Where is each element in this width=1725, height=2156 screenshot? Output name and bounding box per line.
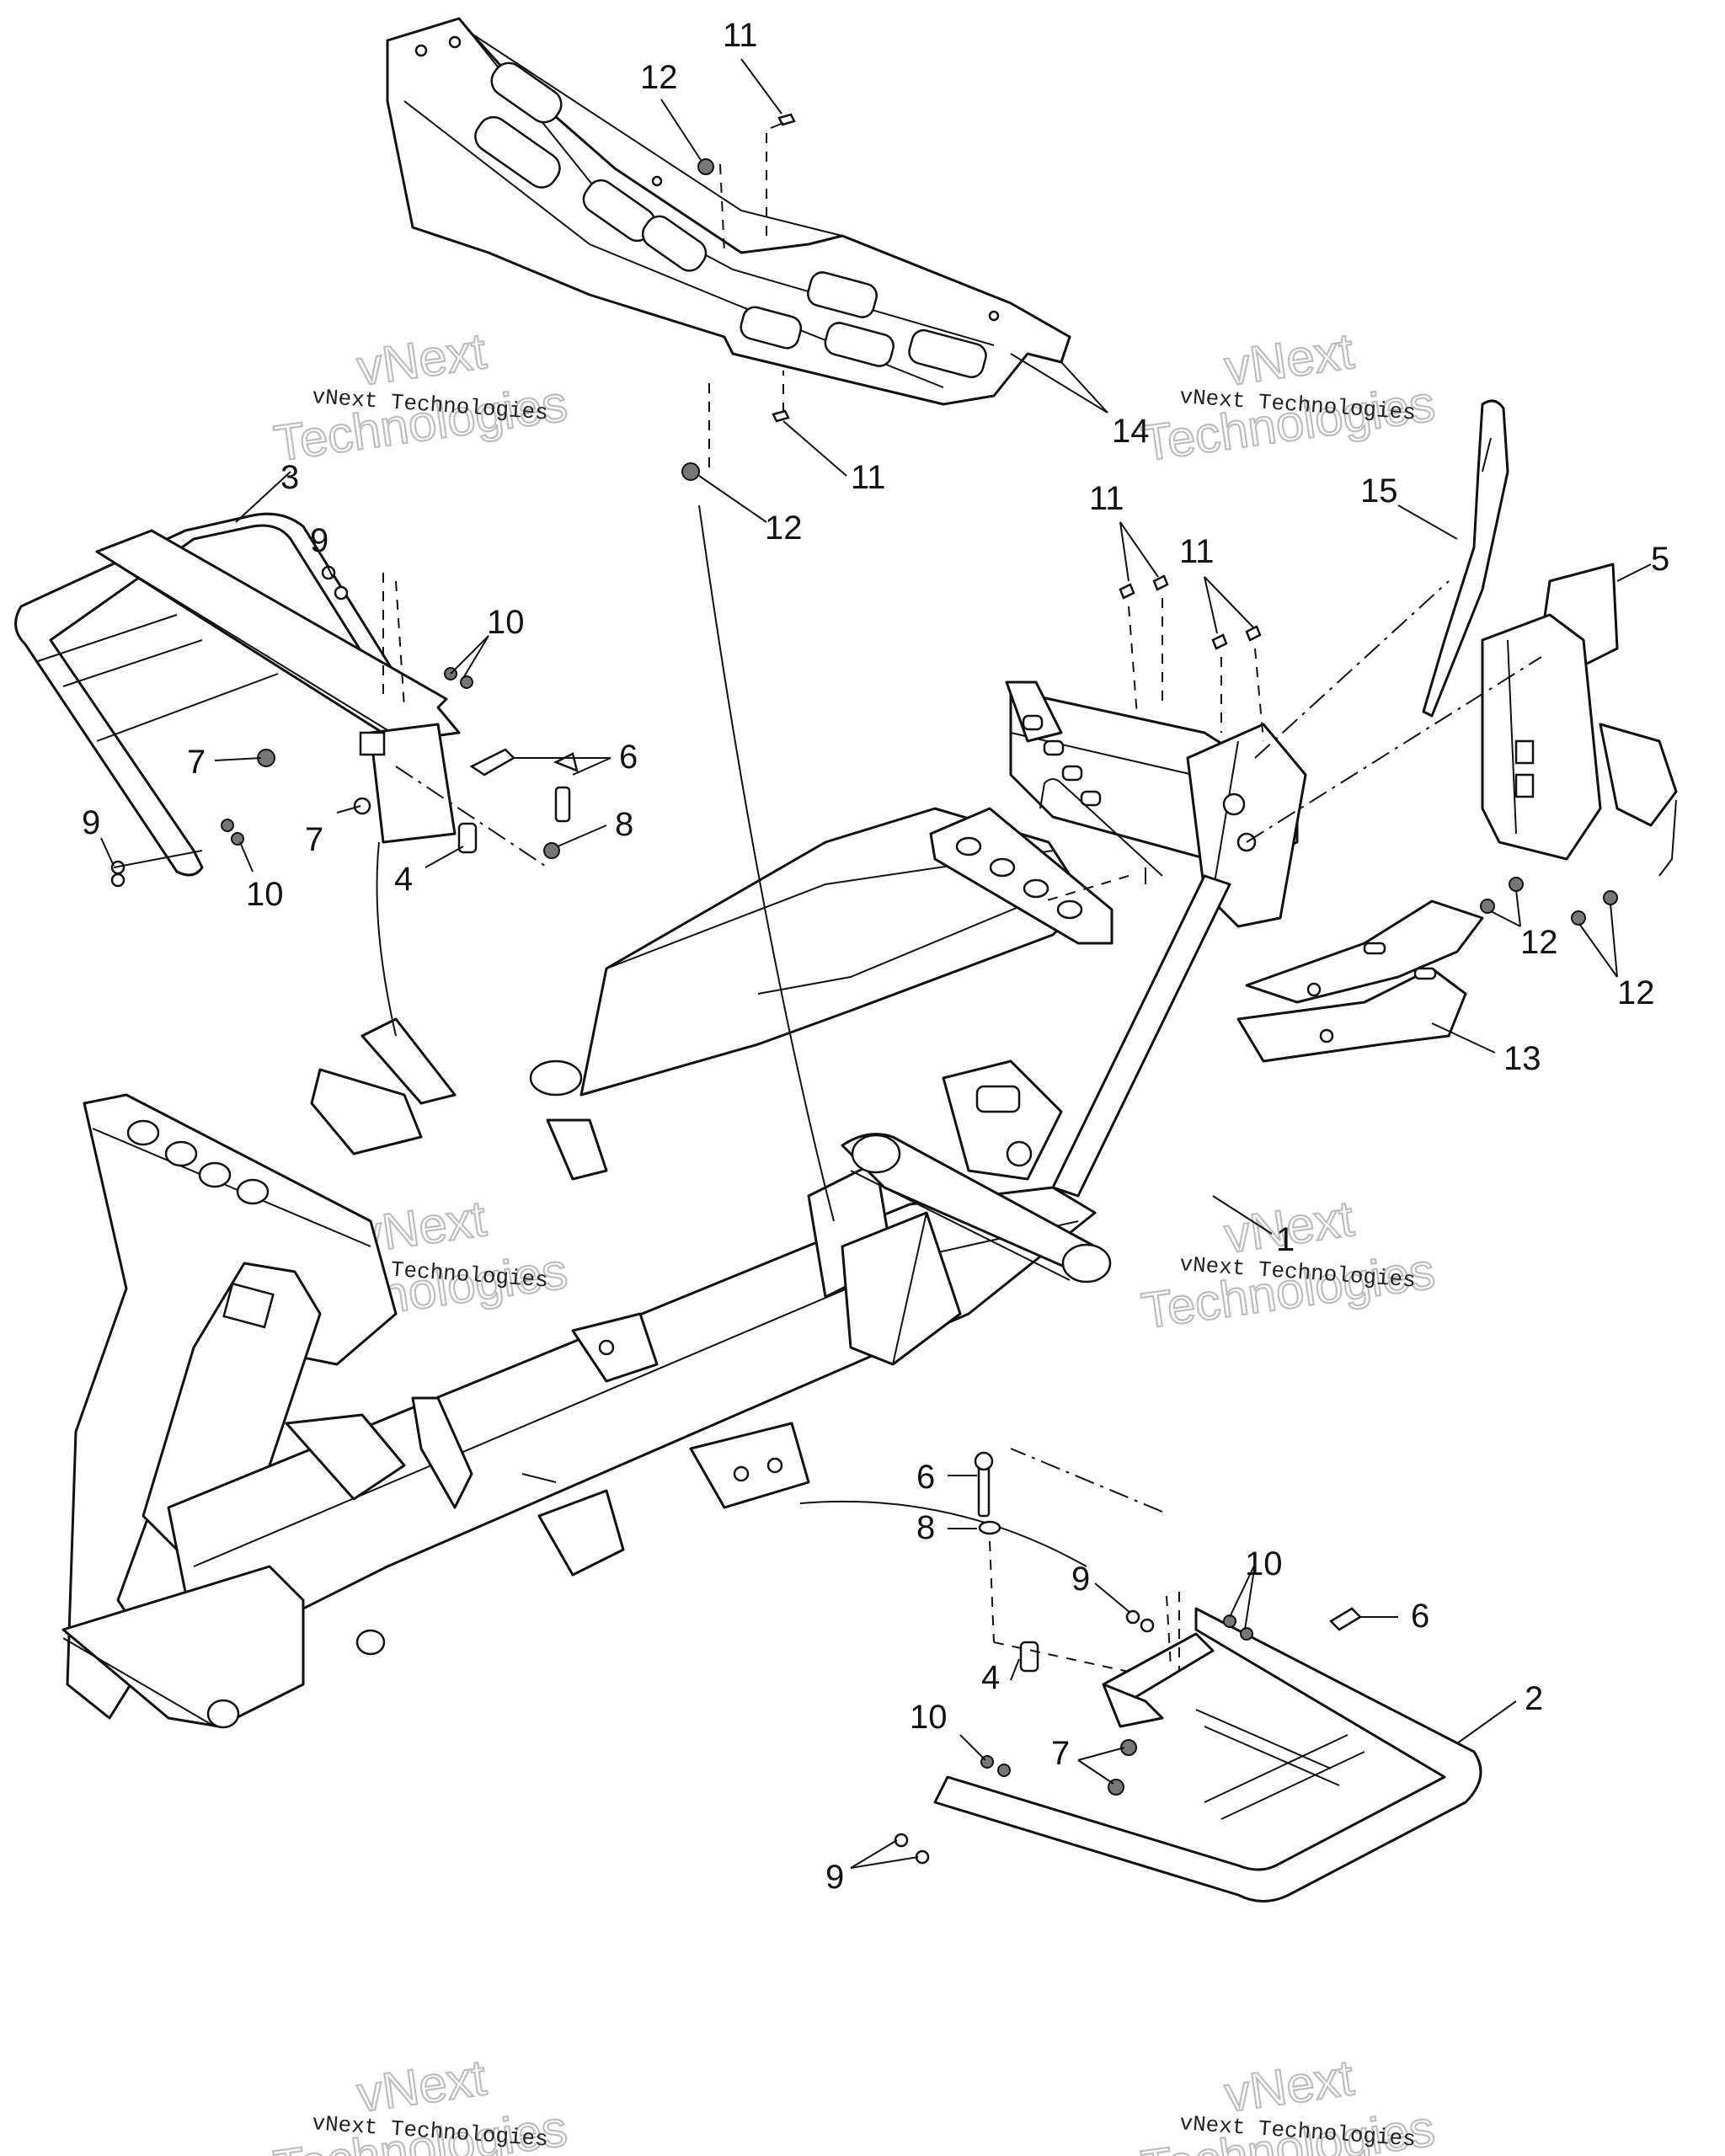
watermark-big-top: vNext: [1221, 2049, 1358, 2123]
callout-1: 1: [1276, 1221, 1295, 1258]
part-3-left-rack: [14, 512, 461, 877]
callout-12: 12: [765, 510, 803, 547]
callout-11: 11: [1089, 480, 1124, 517]
callout-13: 13: [1503, 1040, 1541, 1077]
callout-8: 8: [916, 1509, 935, 1546]
callout-14: 14: [1112, 413, 1150, 450]
callout-11: 11: [723, 17, 758, 54]
callout-8: 8: [615, 806, 633, 843]
callout-10: 10: [246, 876, 284, 913]
callout-6: 6: [916, 1459, 935, 1496]
part-1-main-frame: [61, 680, 1307, 1729]
callout-11: 11: [1179, 533, 1215, 570]
callout-leaders: [100, 58, 1652, 1869]
callout-6: 6: [619, 739, 638, 776]
part-14-upper-frame: [386, 17, 1071, 406]
callout-10: 10: [1245, 1545, 1283, 1582]
callout-9: 9: [310, 522, 328, 559]
part-14-fasteners: [681, 113, 796, 481]
callout-5: 5: [1651, 541, 1669, 578]
callout-11: 11: [851, 459, 886, 496]
part-13-side-plates: [1236, 899, 1484, 1063]
callout-labels: 11 12 14 11 12 3 9 10 7 6 7 8 4 9 10 11 …: [82, 17, 1669, 1896]
callout-10: 10: [910, 1699, 948, 1736]
callout-10: 10: [487, 604, 525, 641]
callout-9: 9: [1071, 1561, 1090, 1598]
callout-9: 9: [825, 1859, 844, 1896]
part-15-strap: [1422, 399, 1509, 718]
callout-15: 15: [1360, 472, 1398, 510]
callout-12: 12: [640, 59, 678, 96]
assembly-lines: [376, 504, 1542, 1567]
part-5-rear-bracket: [1480, 563, 1678, 926]
callout-6: 6: [1411, 1598, 1429, 1635]
watermark-big-top: vNext: [354, 323, 490, 397]
callout-12: 12: [1617, 974, 1655, 1011]
part-2-bottom-rack: [933, 1607, 1482, 1903]
callout-7: 7: [187, 744, 206, 781]
callout-7: 7: [1051, 1735, 1070, 1772]
callout-4: 4: [394, 861, 413, 898]
callout-2: 2: [1525, 1680, 1543, 1717]
callout-12: 12: [1520, 924, 1558, 961]
callout-4: 4: [981, 1659, 1000, 1696]
callout-3: 3: [280, 459, 299, 496]
callout-7: 7: [305, 821, 323, 858]
watermark-big-top: vNext: [354, 2049, 490, 2123]
watermark-big-top: vNext: [1221, 323, 1358, 397]
callout-9: 9: [82, 804, 100, 841]
